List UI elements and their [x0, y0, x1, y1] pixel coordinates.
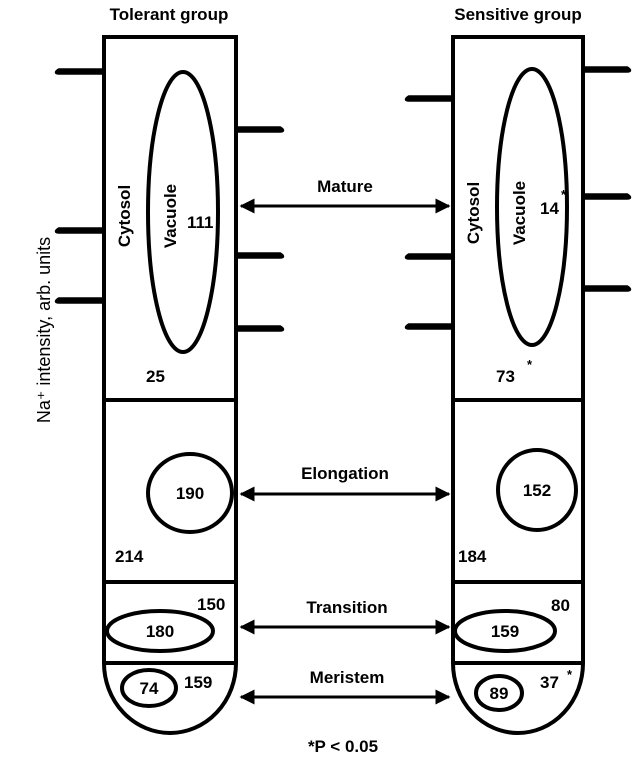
tolerant-root-hair	[236, 126, 285, 133]
sensitive-cytosol-label: Cytosol	[464, 182, 483, 244]
tolerant-elongation-vacuole-value: 190	[176, 484, 204, 503]
tolerant-transition-vacuole	[105, 609, 215, 653]
tolerant-transition-cytosol-value: 150	[197, 595, 225, 614]
tolerant-mature-cytosol-value: 25	[146, 367, 165, 386]
sensitive-meristem-cytosol-value: 37	[540, 673, 559, 692]
significance-asterisk: *	[567, 667, 573, 682]
sensitive-transition-vacuole	[453, 609, 557, 653]
zone-label-transition: Transition	[306, 598, 387, 617]
sensitive-meristem-vacuole	[474, 674, 524, 712]
tolerant-root-hair	[54, 297, 104, 304]
sensitive-root-hair	[404, 323, 453, 330]
tolerant-group-header: Tolerant group	[110, 5, 229, 24]
sensitive-elongation-vacuole	[496, 448, 578, 532]
sensitive-mature-cytosol-value: 73	[496, 367, 515, 386]
sensitive-transition-vacuole-value: 159	[491, 622, 519, 641]
tolerant-root-hair	[54, 227, 104, 234]
tolerant-root-outline	[102, 35, 238, 735]
zone-label-elongation: Elongation	[301, 464, 389, 483]
tolerant-root: Cytosol Vacuole 111 25 190 214 180 150 7…	[54, 35, 285, 735]
tolerant-vacuole-label: Vacuole	[161, 184, 180, 248]
sensitive-root-hair	[583, 193, 632, 200]
zone-arrows: Mature Elongation Transition Meristem	[239, 177, 451, 705]
sensitive-elongation-vacuole-value: 152	[523, 481, 551, 500]
sensitive-transition-cytosol-value: 80	[551, 596, 570, 615]
zone-label-meristem: Meristem	[310, 668, 385, 687]
sensitive-group-header: Sensitive group	[454, 5, 582, 24]
tolerant-elongation-cytosol-value: 214	[115, 547, 144, 566]
sensitive-mature-vacuole-value: 14	[540, 199, 559, 218]
tolerant-root-hair	[54, 68, 104, 75]
sensitive-root-hair	[583, 66, 632, 73]
tolerant-root-hair	[236, 325, 285, 332]
sensitive-root-outline	[451, 35, 585, 735]
sensitive-root-hair	[583, 285, 632, 292]
y-axis-label: Na⁺ intensity, arb. units	[34, 237, 54, 423]
tolerant-elongation-vacuole	[146, 452, 234, 534]
tolerant-cytosol-label: Cytosol	[115, 185, 134, 247]
sensitive-root: Cytosol Vacuole 14 * 73 * 152 184 159 80…	[404, 35, 632, 735]
tolerant-meristem-vacuole-value: 74	[140, 679, 159, 698]
tolerant-transition-vacuole-value: 180	[146, 622, 174, 641]
sensitive-root-hair	[404, 253, 453, 260]
sensitive-root-hair	[404, 95, 453, 102]
significance-asterisk: *	[527, 357, 533, 372]
significance-asterisk: *	[561, 187, 567, 202]
tolerant-mature-vacuole-value: 111	[187, 213, 214, 232]
tolerant-meristem-cytosol-value: 159	[184, 673, 212, 692]
tolerant-meristem-vacuole	[120, 668, 178, 708]
sensitive-elongation-cytosol-value: 184	[458, 547, 487, 566]
footnote: *P < 0.05	[308, 737, 378, 756]
tolerant-root-hair	[236, 252, 285, 259]
tolerant-mature-vacuole	[146, 70, 220, 354]
zone-label-mature: Mature	[317, 177, 373, 196]
sensitive-meristem-vacuole-value: 89	[490, 684, 509, 703]
sensitive-vacuole-label: Vacuole	[510, 181, 529, 245]
sensitive-mature-vacuole	[495, 67, 569, 347]
